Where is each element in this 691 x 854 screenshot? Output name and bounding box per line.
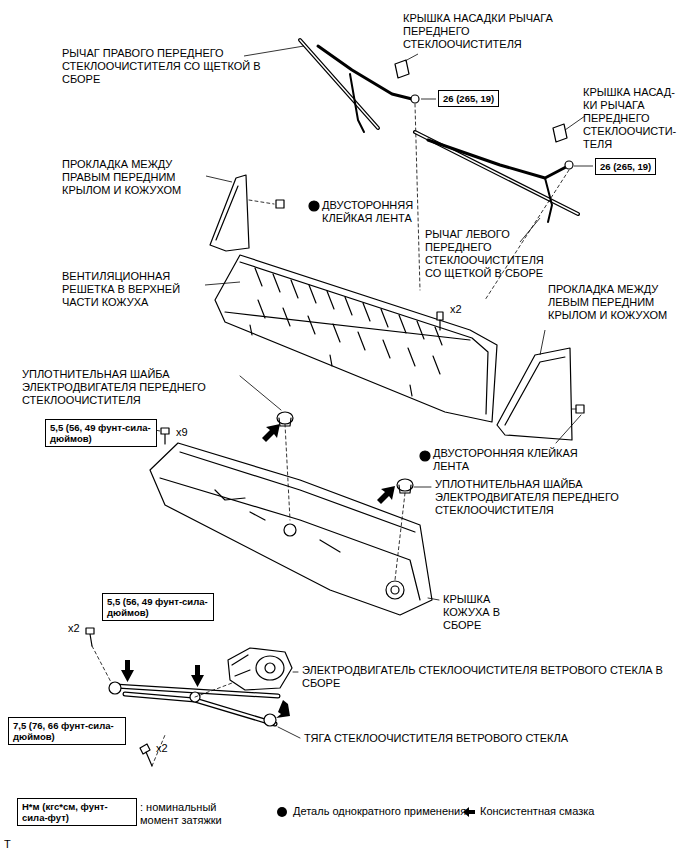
- torque-value: 5,5 (56, 49 фунт-сила-дюймов): [50, 422, 152, 444]
- leader-line: [155, 46, 593, 431]
- legend-item: Консистентная смазка: [462, 805, 594, 818]
- part-label: РЫЧАГ ЛЕВОГО ПЕРЕДНЕГО СТЕКЛООЧИСТИТЕЛЯ …: [425, 228, 560, 280]
- right-wiper-arm: [300, 40, 419, 132]
- cowl-vent-grille: [215, 255, 497, 422]
- part-label: КРЫШКА НАСАД- КИ РЫЧАГА ПЕРЕДНЕГО СТЕКЛО…: [583, 86, 689, 151]
- torque-value: 7,5 (76, 66 фунт-сила-дюймов): [13, 720, 121, 742]
- torque-box: 7,5 (76, 66 фунт-сила-дюймов): [8, 717, 126, 745]
- torque-value: 26 (265, 19): [443, 93, 494, 104]
- legend-text: Деталь однократного применения: [293, 805, 466, 818]
- part-label: : номинальный момент затяжки: [140, 801, 240, 827]
- legend-text: Консистентная смазка: [480, 805, 594, 818]
- torque-box: 26 (265, 19): [438, 90, 499, 107]
- quantity-mark: x2: [450, 303, 480, 316]
- part-label: ЭЛЕКТРОДВИГАТЕЛЬ СТЕКЛООЧИСТИТЕЛЯ ВЕТРОВ…: [302, 664, 682, 690]
- cowl-top-panel: [150, 443, 432, 615]
- left-wiper-arm: [415, 132, 578, 222]
- torque-value: 5,5 (56, 49 фунт-сила-дюймов): [107, 596, 209, 618]
- part-label: T: [4, 838, 24, 851]
- part-label: РЫЧАГ ПРАВОГО ПЕРЕДНЕГО СТЕКЛООЧИСТИТЕЛЯ…: [62, 47, 297, 86]
- torque-box: 5,5 (56, 49 фунт-сила-дюймов): [102, 593, 214, 621]
- wiper-motor: [228, 648, 298, 690]
- part-label: КРЫШКА НАСАДКИ РЫЧАГА ПЕРЕДНЕГО СТЕКЛООЧ…: [403, 12, 578, 51]
- legend-sample: [462, 806, 476, 818]
- right-fender-seal: [210, 175, 319, 251]
- quantity-mark: x2: [68, 622, 98, 635]
- exploded-view: [86, 40, 584, 766]
- part-label: ПРОКЛАДКА МЕЖДУ ЛЕВЫМ ПЕРЕДНИМ КРЫЛОМ И …: [548, 283, 684, 322]
- legend-item: Деталь однократного применения: [275, 805, 466, 818]
- torque-box: 5,5 (56, 49 фунт-сила-дюймов): [45, 419, 157, 447]
- part-label: ДВУСТОРОННЯЯ КЛЕЙКАЯ ЛЕНТА: [433, 447, 593, 473]
- part-label: КРЫШКА КОЖУХА В СБОРЕ: [443, 593, 533, 632]
- arm-cap: [553, 124, 567, 142]
- motor-grommet: [240, 376, 439, 600]
- left-fender-seal: [420, 348, 584, 461]
- quantity-mark: x2: [156, 742, 186, 755]
- quantity-mark: x9: [176, 426, 206, 439]
- legend-sample: [275, 806, 289, 818]
- torque-value: 26 (265, 19): [600, 161, 651, 172]
- part-label: ВЕНТИЛЯЦИОННАЯ РЕШЕТКА В ВЕРХНЕЙ ЧАСТИ К…: [62, 270, 212, 309]
- part-label: ПРОКЛАДКА МЕЖДУ ПРАВЫМ ПЕРЕДНИМ КРЫЛОМ И…: [62, 158, 207, 197]
- torque-value: Н*м (кгс*см, фунт-сила-фут): [22, 801, 132, 823]
- arm-cap: [395, 60, 409, 78]
- torque-box: Н*м (кгс*см, фунт-сила-фут): [17, 798, 137, 826]
- part-label: ТЯГА СТЕКЛООЧИСТИТЕЛЯ ВЕТРОВОГО СТЕКЛА: [304, 732, 604, 745]
- part-label: УПЛОТНИТЕЛЬНАЯ ШАЙБА ЭЛЕКТРОДВИГАТЕЛЯ ПЕ…: [22, 368, 242, 407]
- torque-box: 26 (265, 19): [595, 158, 656, 175]
- part-label: УПЛОТНИТЕЛЬНАЯ ШАЙБА ЭЛЕКТРОДВИГАТЕЛЯ ПЕ…: [435, 478, 680, 517]
- part-label: ДВУСТОРОННЯЯ КЛЕЙКАЯ ЛЕНТА: [322, 199, 434, 225]
